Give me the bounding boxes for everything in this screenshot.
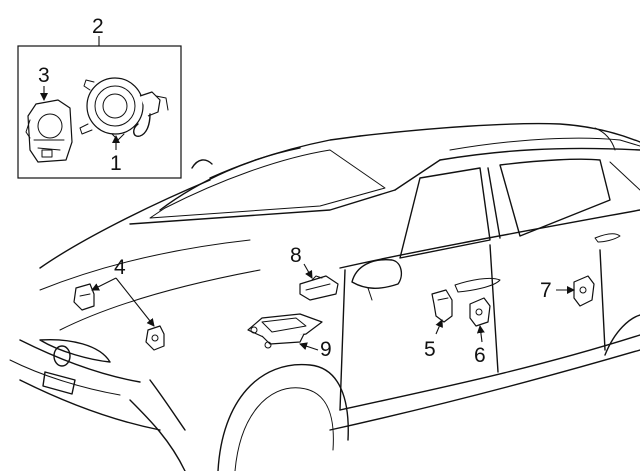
callout-5: 5 — [424, 338, 436, 361]
part-7-rear-sensor — [573, 275, 595, 307]
callout-2: 2 — [92, 15, 104, 38]
part-4-sensor-right — [145, 325, 165, 351]
part-5-side-sensor — [431, 289, 453, 323]
callout-8: 8 — [290, 244, 302, 267]
part-6-side-sensor — [469, 297, 491, 327]
part-8-module — [299, 275, 339, 301]
vehicle-outline — [9, 122, 640, 471]
part-1-clock-spring — [79, 77, 169, 141]
callout-3: 3 — [38, 64, 50, 87]
callout-1: 1 — [110, 152, 122, 175]
leader-lines — [40, 86, 575, 351]
callout-6: 6 — [474, 344, 486, 367]
callout-7: 7 — [540, 279, 552, 302]
callout-labels: 2 3 1 4 8 9 5 6 7 — [38, 15, 552, 367]
callout-4: 4 — [114, 256, 126, 279]
part-4-sensor-left — [73, 283, 95, 311]
callout-9: 9 — [320, 338, 332, 361]
part-3-housing — [25, 99, 73, 163]
part-9-control-module — [247, 313, 323, 349]
